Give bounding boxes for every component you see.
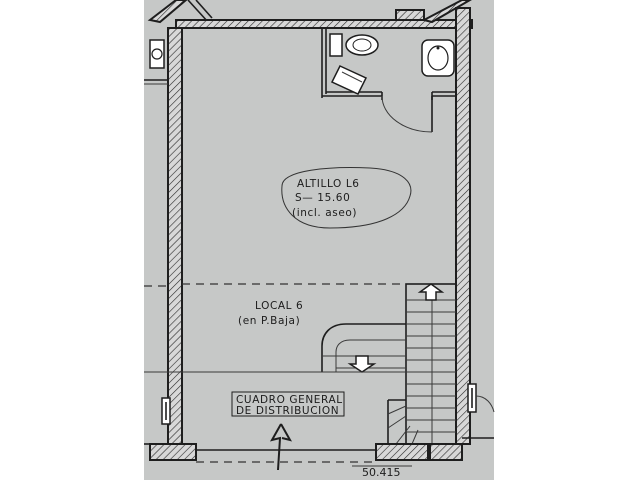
mezzanine-note: (incl. aseo) — [292, 207, 357, 219]
stair-up-arrow-icon — [417, 283, 445, 301]
mezzanine-surface: S— 15.60 — [295, 192, 350, 204]
ground-floor-note: (en P.Baja) — [238, 315, 300, 327]
mezzanine-label-bubble — [281, 167, 412, 229]
distribution-board-box — [231, 391, 345, 417]
left-wall — [167, 27, 183, 445]
front-facade — [144, 437, 494, 463]
adjacent-space — [144, 39, 168, 85]
staircase — [405, 283, 457, 445]
shower-tray-icon — [330, 65, 368, 95]
top-left-corner — [147, 0, 213, 24]
entrance-arrow-icon — [269, 423, 293, 471]
toilet-icon — [329, 33, 379, 57]
mezzanine-name: ALTILLO L6 — [297, 178, 360, 190]
top-wall — [175, 19, 473, 29]
distribution-board-line2: DE DISTRIBUCION — [236, 405, 339, 417]
plan-sheet — [144, 0, 494, 480]
stair-landing — [321, 323, 406, 372]
ground-floor-name: LOCAL 6 — [255, 300, 303, 312]
level-dimension: 50.415 — [362, 466, 401, 479]
stair-down-arrow-icon — [347, 355, 377, 373]
right-wall — [455, 7, 471, 445]
distribution-board-line1: CUADRO GENERAL — [236, 394, 343, 406]
washbasin-icon — [421, 39, 455, 77]
top-right-corner — [395, 0, 472, 24]
stair-winder — [387, 399, 419, 445]
